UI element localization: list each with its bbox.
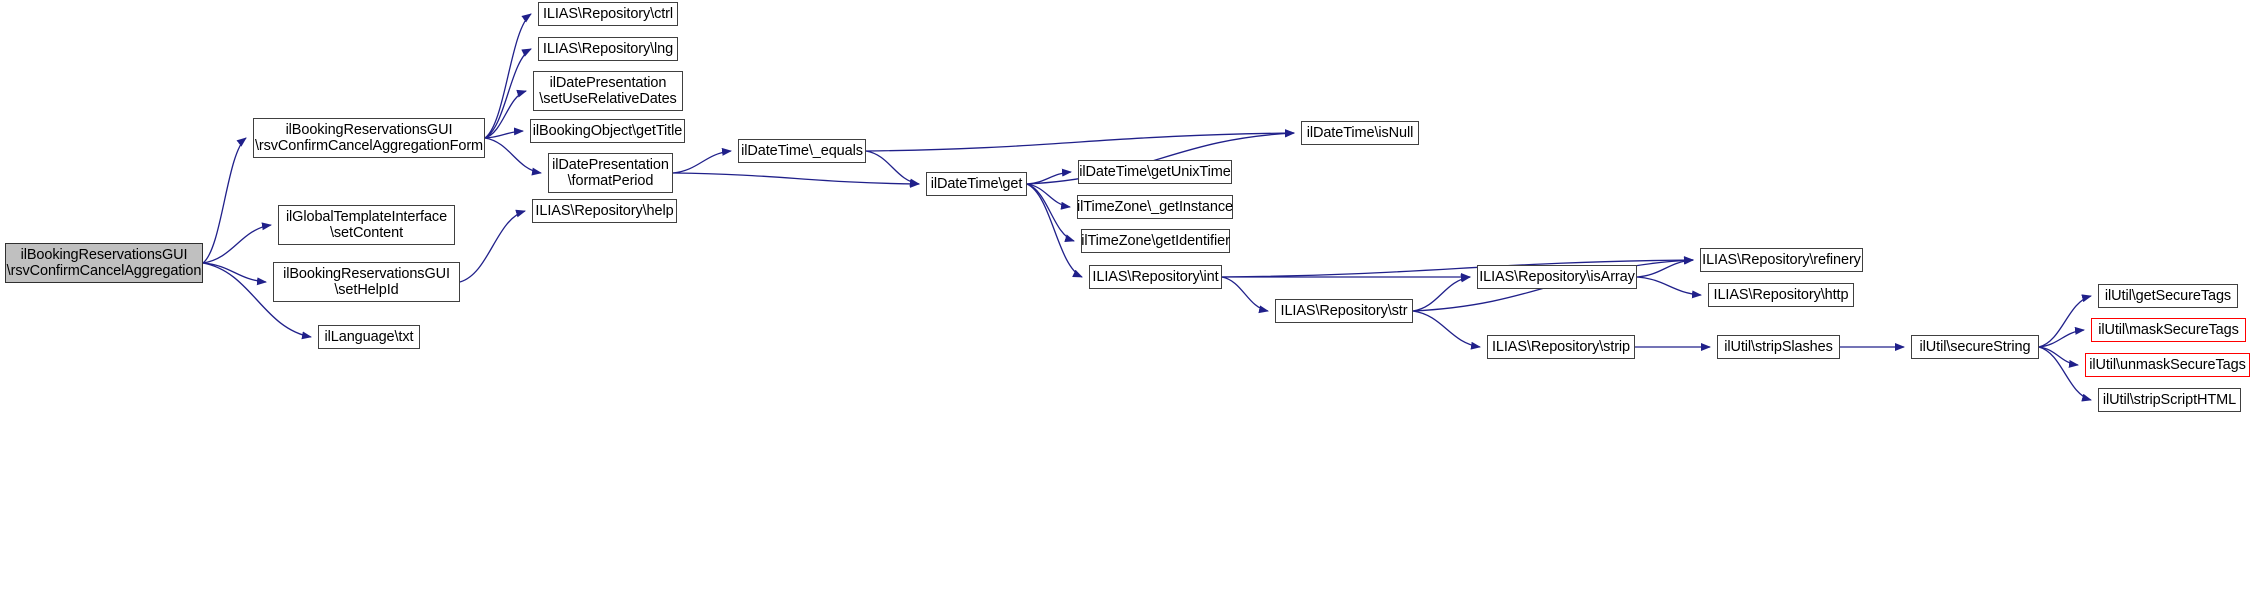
graph-edge-root-to-rsvform	[202, 137, 247, 264]
graph-node-tzinstance[interactable]: ilTimeZone\_getInstance	[1077, 195, 1233, 219]
graph-node-repostr[interactable]: ILIAS\Repository\str	[1275, 299, 1413, 323]
graph-edge-dtget-to-tzinstance	[1026, 183, 1071, 210]
graph-node-repostrip[interactable]: ILIAS\Repository\strip	[1487, 335, 1635, 359]
graph-node-formatperiod[interactable]: ilDatePresentation \formatPeriod	[548, 153, 673, 193]
graph-edge-repostr-to-isarray	[1412, 274, 1471, 312]
graph-edge-repostr-to-repostrip	[1412, 310, 1481, 350]
graph-node-stripslashes[interactable]: ilUtil\stripSlashes	[1717, 335, 1840, 359]
graph-node-masksecuretags[interactable]: ilUtil\maskSecureTags	[2091, 318, 2246, 342]
graph-node-tzidentifier[interactable]: ilTimeZone\getIdentifier	[1081, 229, 1230, 253]
graph-edge-formatperiod-to-equals	[672, 147, 732, 174]
graph-node-help[interactable]: ILIAS\Repository\help	[532, 199, 677, 223]
graph-edge-isarray-to-refinery	[1636, 256, 1694, 278]
graph-edge-root-to-sethelpid	[202, 262, 267, 286]
graph-edge-securestring-to-getsecuretags	[2038, 294, 2092, 348]
graph-edge-sethelpid-to-help	[459, 209, 526, 283]
graph-node-dtget[interactable]: ilDateTime\get	[926, 172, 1027, 196]
graph-node-stripscripthtml[interactable]: ilUtil\stripScriptHTML	[2098, 388, 2241, 412]
graph-node-securestring[interactable]: ilUtil\secureString	[1911, 335, 2039, 359]
graph-edge-formatperiod-to-dtget	[672, 172, 920, 188]
graph-edge-securestring-to-unmasksecuretags	[2038, 346, 2079, 368]
graph-node-root[interactable]: ilBookingReservationsGUI \rsvConfirmCanc…	[5, 243, 203, 283]
graph-edge-securestring-to-masksecuretags	[2038, 326, 2085, 348]
graph-node-getunixtime[interactable]: ilDateTime\getUnixTime	[1078, 160, 1232, 184]
graph-node-equals[interactable]: ilDateTime\_equals	[738, 139, 866, 163]
graph-node-isarray[interactable]: ILIAS\Repository\isArray	[1477, 265, 1637, 289]
graph-node-relativedates[interactable]: ilDatePresentation \setUseRelativeDates	[533, 71, 683, 111]
graph-node-unmasksecuretags[interactable]: ilUtil\unmaskSecureTags	[2085, 353, 2250, 377]
graph-node-langtxt[interactable]: ilLanguage\txt	[318, 325, 420, 349]
graph-node-http[interactable]: ILIAS\Repository\http	[1708, 283, 1854, 307]
graph-node-isnull[interactable]: ilDateTime\isNull	[1301, 121, 1419, 145]
graph-node-getsecuretags[interactable]: ilUtil\getSecureTags	[2098, 284, 2238, 308]
graph-edge-root-to-setcontent	[202, 222, 272, 264]
graph-edge-rsvform-to-formatperiod	[484, 137, 542, 176]
graph-node-sethelpid[interactable]: ilBookingReservationsGUI \setHelpId	[273, 262, 460, 302]
graph-edge-securestring-to-stripscripthtml	[2038, 346, 2092, 402]
graph-node-lng[interactable]: ILIAS\Repository\lng	[538, 37, 678, 61]
graph-node-gettitle[interactable]: ilBookingObject\getTitle	[530, 119, 685, 143]
graph-edge-equals-to-dtget	[865, 150, 920, 187]
graph-node-refinery[interactable]: ILIAS\Repository\refinery	[1700, 248, 1863, 272]
graph-edge-rsvform-to-relativedates	[484, 89, 527, 139]
graph-edge-rsvform-to-ctrl	[484, 13, 532, 139]
graph-edge-equals-to-isnull	[865, 129, 1295, 152]
graph-node-setcontent[interactable]: ilGlobalTemplateInterface \setContent	[278, 205, 455, 245]
graph-edge-dtget-to-tzidentifier	[1026, 183, 1075, 243]
graph-edge-repoint-to-repostr	[1221, 276, 1269, 314]
graph-edge-dtget-to-repoint	[1026, 183, 1083, 278]
graph-node-ctrl[interactable]: ILIAS\Repository\ctrl	[538, 2, 678, 26]
graph-node-repoint[interactable]: ILIAS\Repository\int	[1089, 265, 1222, 289]
graph-edge-rsvform-to-gettitle	[484, 127, 524, 139]
graph-node-rsvform[interactable]: ilBookingReservationsGUI \rsvConfirmCanc…	[253, 118, 485, 158]
graph-edge-rsvform-to-lng	[484, 48, 532, 139]
graph-edge-dtget-to-getunixtime	[1026, 168, 1072, 185]
graph-edge-isarray-to-http	[1636, 276, 1702, 299]
